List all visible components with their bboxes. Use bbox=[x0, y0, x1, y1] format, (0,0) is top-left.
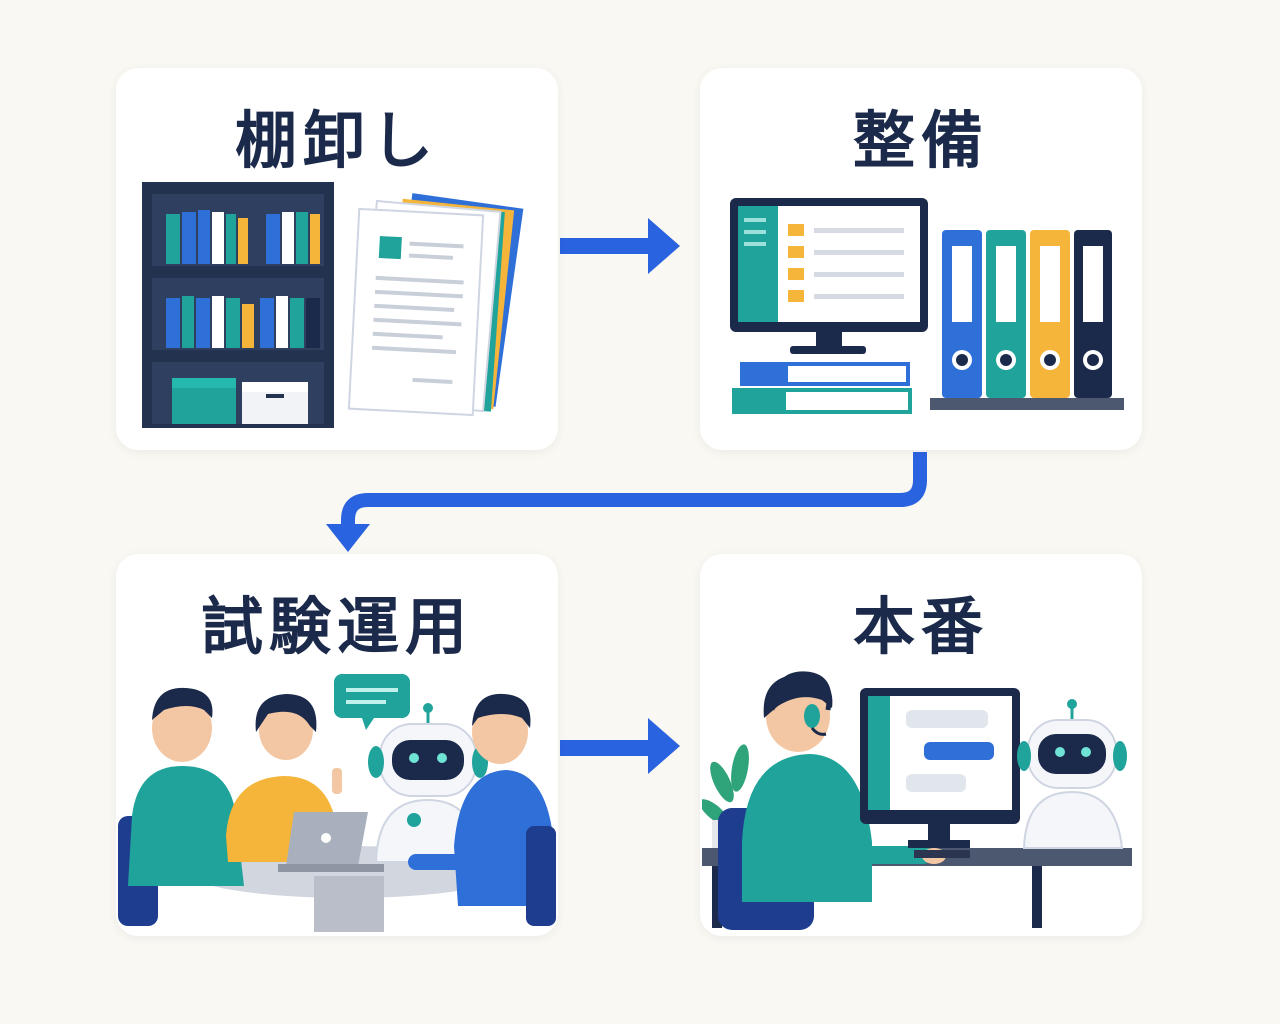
step-title: 棚卸し bbox=[234, 104, 439, 177]
step-card-trial-operation: 試験運用 bbox=[116, 554, 558, 936]
step-title: 本番 bbox=[852, 590, 989, 663]
step-title: 整備 bbox=[852, 104, 989, 177]
team-meeting-robot-illustration bbox=[118, 674, 556, 932]
step-title: 試験運用 bbox=[200, 590, 473, 663]
operator-desk-robot-illustration bbox=[702, 671, 1132, 930]
step-card-organize: 整備 bbox=[700, 68, 1142, 450]
arrow-step2-to-step3 bbox=[326, 452, 927, 552]
computer-binders-illustration bbox=[730, 198, 1124, 414]
step-card-inventory: 棚卸し bbox=[116, 68, 558, 450]
step-card-production: 本番 bbox=[700, 554, 1142, 936]
bookshelf-documents-illustration bbox=[142, 182, 524, 428]
arrow-step3-to-step4 bbox=[560, 718, 680, 774]
arrow-step1-to-step2 bbox=[560, 218, 680, 274]
